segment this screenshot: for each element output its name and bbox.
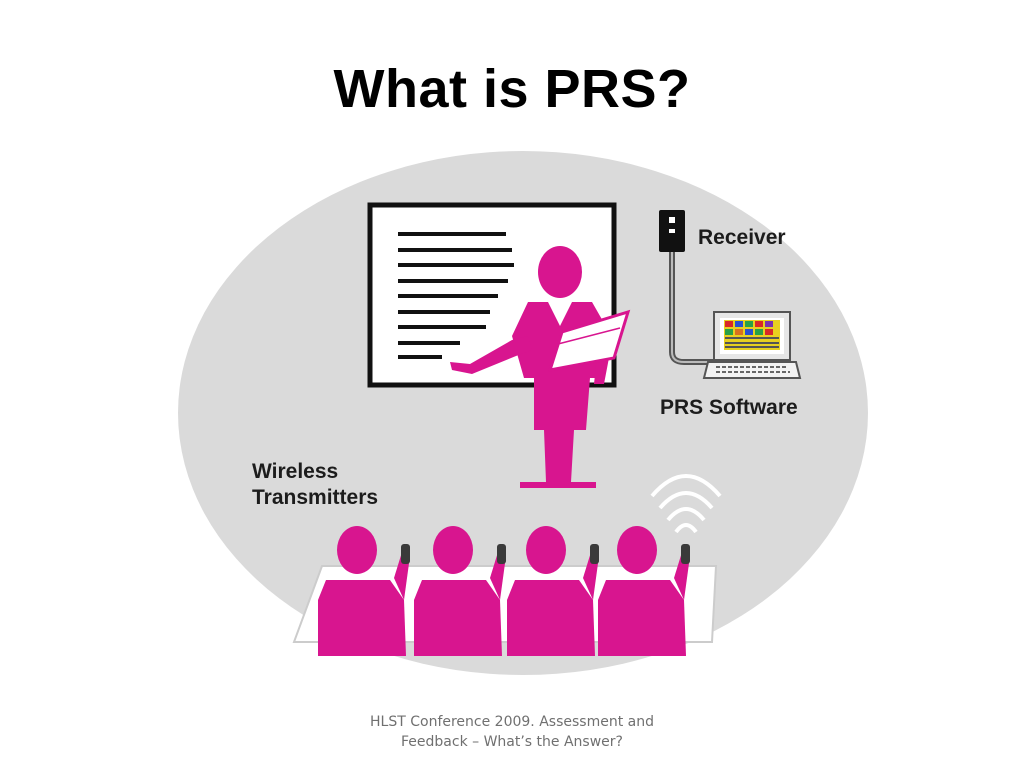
laptop-icon [702,311,802,379]
clipboard-icon [547,309,631,372]
receiver-label: Receiver [698,226,786,249]
software-label: PRS Software [660,396,798,419]
receiver-icon [659,210,724,365]
transmitters-label-line2: Transmitters [252,486,378,509]
transmitters-label-line1: Wireless [252,460,338,483]
audience-member-3-icon [507,526,599,656]
slide-footer: HLST Conference 2009. Assessment and Fee… [362,712,662,752]
page-title: What is PRS? [333,59,691,119]
audience-member-1-icon [318,526,410,656]
audience-member-2-icon [414,526,506,656]
footer-line-1: HLST Conference 2009. Assessment and [370,714,654,730]
footer-line-2: Feedback – What’s the Answer? [401,734,623,750]
wireless-signal-icon [650,474,722,534]
audience-member-4-icon [598,526,690,656]
